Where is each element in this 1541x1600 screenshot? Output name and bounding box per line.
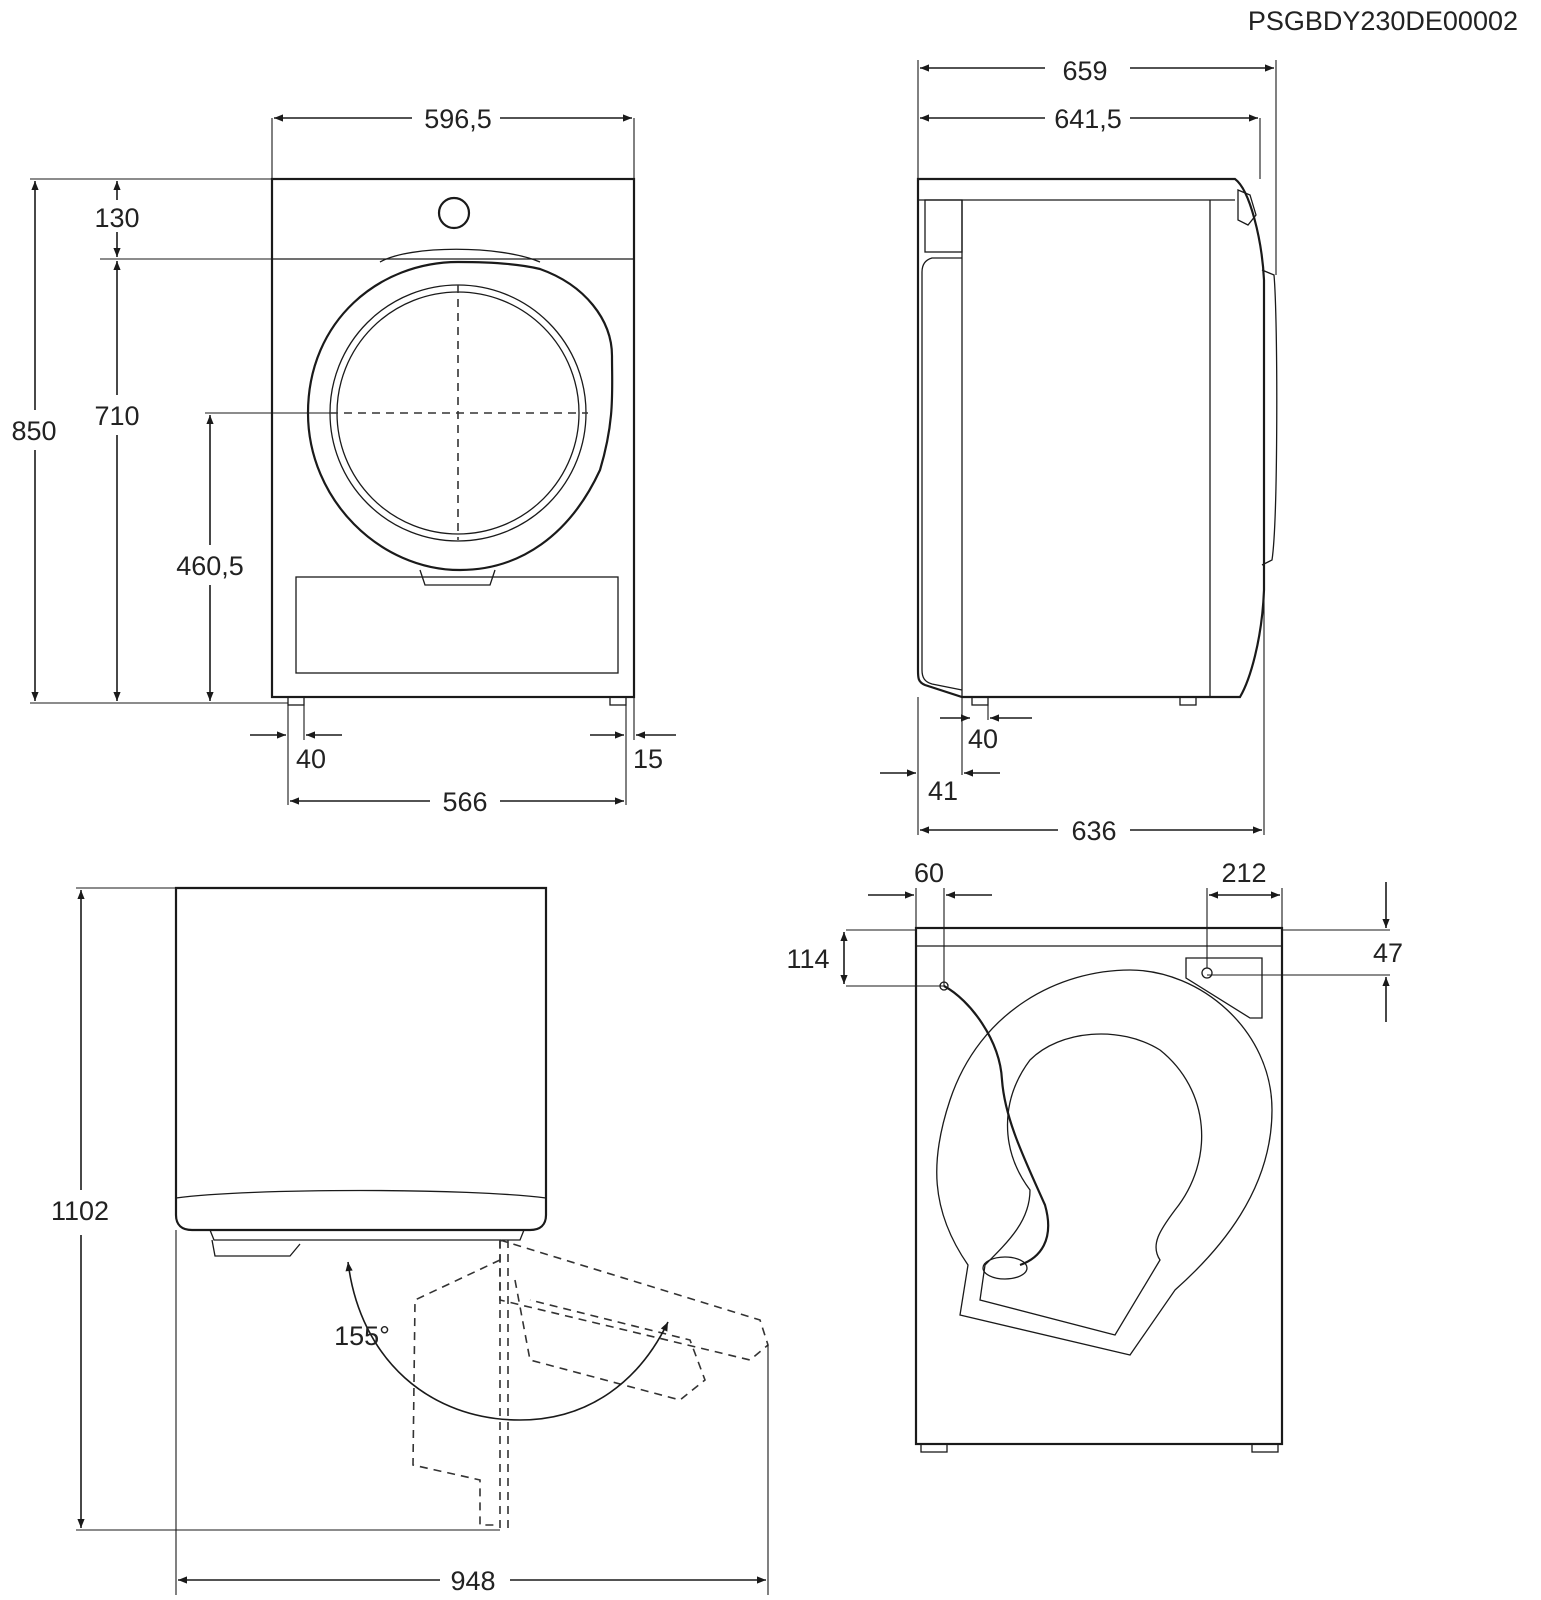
dim-side-depth-total: 659 [1062,56,1107,86]
rear-drum-outer [936,969,1273,1356]
plan-front-curve [175,1189,547,1199]
side-foot-front [1179,696,1197,706]
door-open-view: 155° 1102 948 [51,886,769,1596]
front-foot-left [287,696,305,706]
rear-foot-right [1251,1443,1279,1453]
dim-door-open-height: 1102 [51,1196,109,1226]
dim-front-foot-left: 40 [296,744,326,774]
drawer-panel [295,576,619,674]
front-body-outline [270,177,636,699]
document-code: PSGBDY230DE00002 [1248,6,1518,36]
rear-body-outline [914,926,1284,1446]
side-back-bulge [921,257,963,691]
dim-front-height: 850 [11,416,56,446]
door-ring [306,260,614,572]
dim-front-width: 596,5 [424,104,492,134]
rear-drain-hose [943,985,1050,1267]
open-door-frame [412,1259,501,1526]
rear-foot-left [920,1443,948,1453]
door-top-arc [379,248,541,263]
side-vent-box [924,199,963,253]
dim-body-height: 710 [94,401,139,431]
open-door-outline [499,1238,769,1361]
plan-hinge [211,1239,301,1257]
rear-drum-inner [979,1033,1203,1336]
dim-outlet-height: 47 [1373,938,1403,968]
side-control-knob [1237,189,1257,226]
dim-side-depth-handle: 641,5 [1054,104,1122,134]
dim-hose-height: 114 [786,944,829,974]
rear-hose-clip [982,1256,1028,1280]
side-foot-rear [971,696,989,706]
side-body-outline [916,177,1266,699]
open-door-hinge-arm [514,1279,706,1401]
dim-side-depth-feet: 636 [1071,816,1116,846]
front-view: 596,5 850 130 710 460,5 40 15 566 [11,104,676,817]
dim-hose-offset: 60 [914,858,944,888]
rear-view: 60 212 114 47 [786,858,1403,1453]
dim-door-open-depth: 948 [450,1566,495,1596]
dim-side-foot: 40 [968,724,998,754]
rear-outlet-connector [1201,967,1213,979]
side-view: 659 641,5 40 41 636 [880,56,1278,846]
dim-door-angle: 155° [334,1321,390,1351]
dim-door-center-height: 460,5 [176,551,244,581]
dim-top-panel-height: 130 [94,203,139,233]
dim-side-back-offset: 41 [928,776,958,806]
dim-outlet-offset: 212 [1221,858,1266,888]
program-knob [437,196,471,230]
side-door-profile [1261,269,1278,566]
plan-body-outline [174,886,548,1232]
dim-foot-span: 566 [442,787,487,817]
door-angle-arc [345,1261,669,1421]
front-foot-right [609,696,627,706]
rear-outlet-box [1185,957,1263,1019]
dim-front-foot-right: 15 [633,744,663,774]
plan-base-strip [209,1229,525,1241]
